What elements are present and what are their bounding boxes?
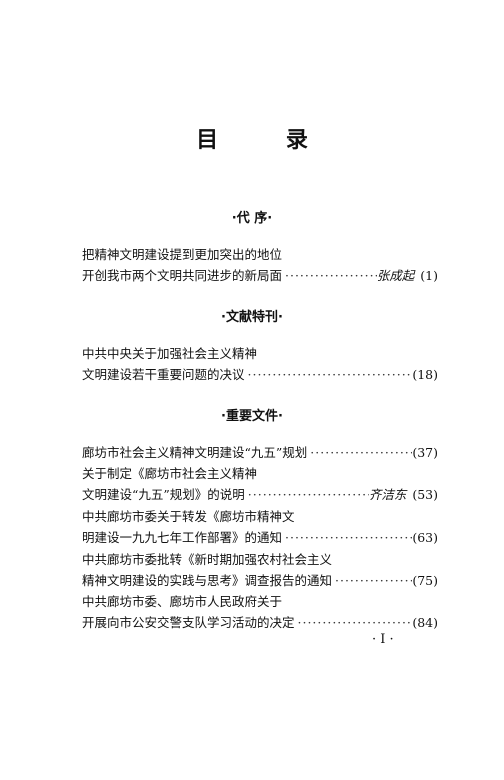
toc-entry-text: 中共中央关于加强社会主义精神 xyxy=(82,346,258,361)
toc-entry[interactable]: 廊坊市社会主义精神文明建设“九五”规划 ····················… xyxy=(82,443,438,463)
toc-entry-text: 把精神文明建设提到更加突出的地位 xyxy=(82,247,283,262)
toc-entry-text: 中共廊坊市委、廊坊市人民政府关于 xyxy=(82,594,283,609)
toc-entry-page: (37) xyxy=(412,445,438,460)
toc-line: 中共廊坊市委批转《新时期加强农村社会主义 xyxy=(82,550,438,570)
toc-entry-text: 明建设一九九七年工作部署》的通知 xyxy=(82,530,283,545)
toc-entry-page: (53) xyxy=(412,487,438,502)
page-number: · I · xyxy=(372,632,394,647)
toc-entry-text: 开展向市公安交警支队学习活动的决定 xyxy=(82,615,295,630)
toc-line: 中共廊坊市委、廊坊市人民政府关于 xyxy=(82,592,438,612)
dot-leader: ········································… xyxy=(335,573,413,588)
toc-entry-page: (1) xyxy=(420,268,438,283)
toc-entry-page: (75) xyxy=(412,573,438,588)
toc-entry-text: 文明建设“九五”规划》的说明 xyxy=(82,487,245,502)
dot-leader: ········································… xyxy=(285,530,412,545)
toc-line: 中共廊坊市委关于转发《廊坊市精神文 xyxy=(82,507,438,527)
toc-entry[interactable]: 开创我市两个文明共同进步的新局面 ·······················… xyxy=(82,266,438,286)
section-heading-preface: ·代 序· xyxy=(231,211,273,226)
toc-entry[interactable]: 文明建设若干重要问题的决议 ··························… xyxy=(82,365,438,385)
toc-entry-page: (18) xyxy=(412,367,438,382)
toc-entry-text: 中共廊坊市委批转《新时期加强农村社会主义 xyxy=(82,552,333,567)
toc-entry-author: 张成起 xyxy=(376,268,415,283)
toc-line: 中共中央关于加强社会主义精神 xyxy=(82,344,438,364)
toc-entry-text: 开创我市两个文明共同进步的新局面 xyxy=(82,268,283,283)
dot-leader: ········································… xyxy=(247,367,413,382)
toc-entry-text: 中共廊坊市委关于转发《廊坊市精神文 xyxy=(82,509,295,524)
toc-entry-text: 精神文明建设的实践与思考》调查报告的通知 xyxy=(82,573,333,588)
dot-leader: ········································… xyxy=(297,615,413,630)
toc-entry-text: 关于制定《廊坊市社会主义精神 xyxy=(82,466,258,481)
toc-entry[interactable]: 明建设一九九七年工作部署》的通知 ·······················… xyxy=(82,528,438,548)
dot-leader: ········································… xyxy=(285,268,377,283)
section-heading-special: ·文献特刊· xyxy=(221,310,283,325)
toc-line: 把精神文明建设提到更加突出的地位 xyxy=(82,245,438,265)
dot-leader: ········································… xyxy=(247,487,369,502)
toc-entry-text: 廊坊市社会主义精神文明建设“九五”规划 xyxy=(82,445,308,460)
toc-entry[interactable]: 开展向市公安交警支队学习活动的决定 ······················… xyxy=(82,613,438,633)
toc-entry-author: 齐洁东 xyxy=(368,487,407,502)
toc-entry[interactable]: 文明建设“九五”规划》的说明 ·························… xyxy=(82,485,438,505)
page-title: 目 录 xyxy=(196,128,338,153)
section-heading-documents: ·重要文件· xyxy=(221,409,283,424)
toc-entry-page: (84) xyxy=(412,615,438,630)
toc-entry-text: 文明建设若干重要问题的决议 xyxy=(82,367,245,382)
dot-leader: ········································… xyxy=(310,445,412,460)
toc-entry-page: (63) xyxy=(412,530,438,545)
toc-line: 关于制定《廊坊市社会主义精神 xyxy=(82,464,438,484)
toc-entry[interactable]: 精神文明建设的实践与思考》调查报告的通知 ···················… xyxy=(82,571,438,591)
